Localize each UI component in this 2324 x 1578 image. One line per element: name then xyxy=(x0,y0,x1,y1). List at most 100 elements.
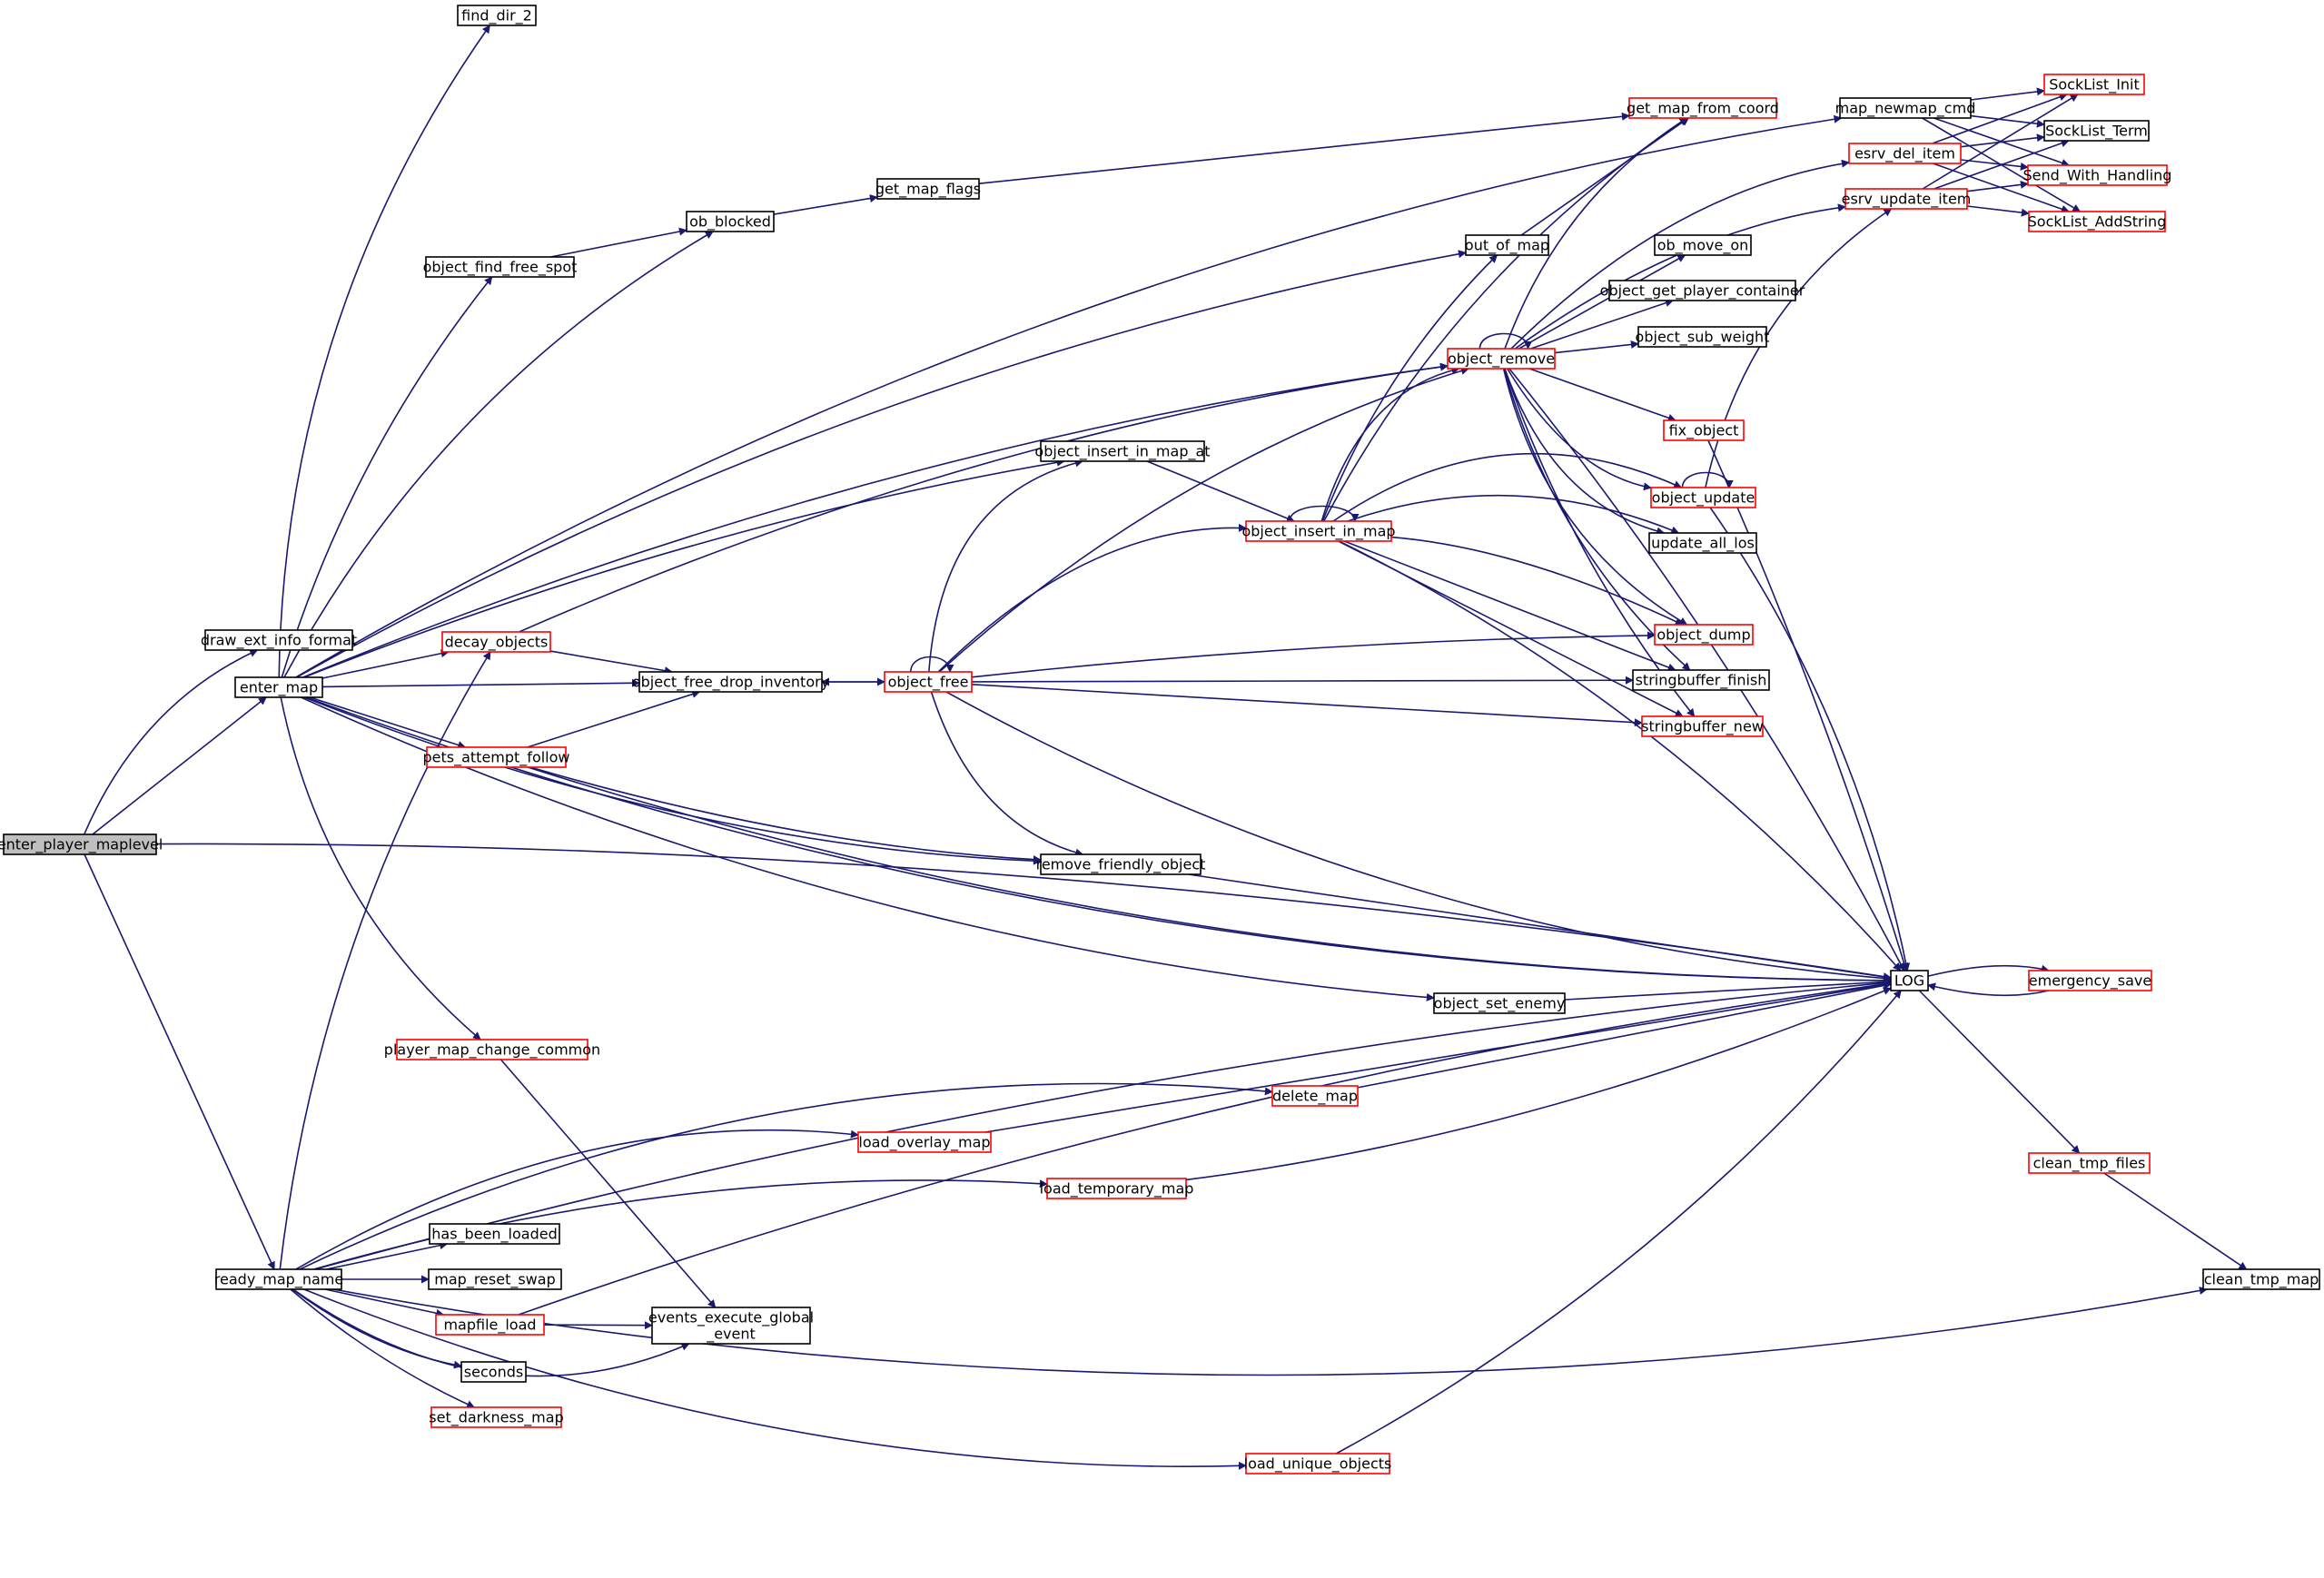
node-object-remove[interactable]: object_remove xyxy=(1447,348,1556,370)
node-object-sub-weight[interactable]: object_sub_weight xyxy=(1636,326,1770,348)
node-get-map-flags[interactable]: get_map_flags xyxy=(875,178,981,200)
node-box[interactable] xyxy=(1040,440,1205,462)
node-box[interactable] xyxy=(1433,992,1566,1014)
node-object-insert-in-map[interactable]: object_insert_in_map xyxy=(1241,520,1396,542)
node-box[interactable] xyxy=(1628,97,1777,119)
node-object-find-free-spot[interactable]: object_find_free_spot xyxy=(423,256,578,278)
node-get-map-from-coord[interactable]: get_map_from_coord xyxy=(1627,97,1779,119)
node-box[interactable] xyxy=(1641,715,1764,737)
node-box[interactable] xyxy=(686,211,775,232)
node-box[interactable] xyxy=(435,1314,545,1336)
node-object-free[interactable]: object_free xyxy=(884,671,973,693)
node-box[interactable] xyxy=(1844,188,1968,210)
node-box[interactable] xyxy=(234,676,323,698)
node-ob-move-on[interactable]: ob_move_on xyxy=(1654,234,1752,256)
node-box[interactable] xyxy=(460,1361,527,1383)
node-clean-tmp-map[interactable]: clean_tmp_map xyxy=(2202,1268,2320,1290)
node-send-with-handling[interactable]: Send_With_Handling xyxy=(2023,164,2172,186)
node-box[interactable] xyxy=(884,671,973,693)
node-box[interactable] xyxy=(1465,234,1549,256)
node-set-darkness-map[interactable]: set_darkness_map xyxy=(429,1406,564,1428)
node-player-map-change-common[interactable]: player_map_change_common xyxy=(384,1039,600,1060)
node-seconds[interactable]: seconds xyxy=(460,1361,527,1383)
node-out-of-map[interactable]: out_of_map xyxy=(1465,234,1549,256)
node-box[interactable] xyxy=(430,1406,562,1428)
node-load-overlay-map[interactable]: load_overlay_map xyxy=(857,1131,992,1153)
node-box[interactable] xyxy=(457,5,537,26)
node-box[interactable] xyxy=(1848,143,1962,164)
node-box[interactable] xyxy=(1650,487,1756,508)
node-box[interactable] xyxy=(2028,970,2152,991)
node-socklist-term[interactable]: SockList_Term xyxy=(2043,120,2150,142)
node-box[interactable] xyxy=(215,1268,342,1290)
node-box[interactable] xyxy=(651,1307,811,1345)
node-enter-player-maplevel[interactable]: enter_player_maplevel xyxy=(0,833,163,855)
node-decay-objects[interactable]: decay_objects xyxy=(441,631,551,653)
node-box[interactable] xyxy=(1663,419,1745,441)
node-box[interactable] xyxy=(429,1223,560,1245)
node-box[interactable] xyxy=(1447,348,1556,370)
node-esrv-del-item[interactable]: esrv_del_item xyxy=(1848,143,1962,164)
node-object-dump[interactable]: object_dump xyxy=(1654,624,1754,646)
node-update-all-los[interactable]: update_all_los xyxy=(1648,532,1757,554)
node-box[interactable] xyxy=(1637,326,1767,348)
node-has-been-loaded[interactable]: has_been_loaded xyxy=(429,1223,560,1245)
node-mapfile-load[interactable]: mapfile_load xyxy=(435,1314,545,1336)
node-emergency-save[interactable]: emergency_save xyxy=(2028,970,2152,991)
node-load-temporary-map[interactable]: load_temporary_map xyxy=(1040,1178,1194,1199)
node-box[interactable] xyxy=(2028,1152,2151,1174)
node-box[interactable] xyxy=(1648,532,1757,554)
node-object-set-enemy[interactable]: object_set_enemy xyxy=(1433,992,1566,1014)
node-draw-ext-info-format[interactable]: draw_ext_info_format xyxy=(201,629,357,651)
node-box[interactable] xyxy=(2027,164,2168,186)
node-box[interactable] xyxy=(2043,74,2145,95)
node-box[interactable] xyxy=(425,256,575,278)
node-object-update[interactable]: object_update xyxy=(1650,487,1756,508)
node-pets-attempt-follow[interactable]: pets_attempt_follow xyxy=(422,746,570,768)
node-stringbuffer-new[interactable]: stringbuffer_new xyxy=(1641,715,1764,737)
node-box[interactable] xyxy=(1839,97,1972,119)
node-box[interactable] xyxy=(1632,669,1770,691)
node-box[interactable] xyxy=(2028,211,2166,232)
node-box[interactable] xyxy=(204,629,353,651)
node-box[interactable] xyxy=(1271,1085,1359,1107)
node-socklist-addstring[interactable]: SockList_AddString xyxy=(2028,211,2167,232)
node-socklist-init[interactable]: SockList_Init xyxy=(2043,74,2145,95)
node-box[interactable] xyxy=(1890,970,1929,991)
node-box[interactable] xyxy=(876,178,980,200)
node-ready-map-name[interactable]: ready_map_name xyxy=(214,1268,343,1290)
node-object-free-drop-inventory[interactable]: object_free_drop_inventory xyxy=(632,671,829,693)
node-box[interactable] xyxy=(428,1268,562,1290)
node-stringbuffer-finish[interactable]: stringbuffer_finish xyxy=(1632,669,1770,691)
node-ob-blocked[interactable]: ob_blocked xyxy=(686,211,775,232)
node-object-insert-in-map-at[interactable]: object_insert_in_map_at xyxy=(1034,440,1211,462)
node-delete-map[interactable]: delete_map xyxy=(1271,1085,1359,1107)
node-box[interactable] xyxy=(441,631,551,653)
node-box[interactable] xyxy=(1245,1453,1390,1474)
node-box[interactable] xyxy=(2202,1268,2320,1290)
node-events-execute-global-event[interactable]: events_execute_global_event xyxy=(648,1307,814,1345)
node-find-dir-2[interactable]: find_dir_2 xyxy=(457,5,537,26)
node-load-unique-objects[interactable]: load_unique_objects xyxy=(1244,1453,1392,1474)
node-box[interactable] xyxy=(1654,624,1754,646)
node-box[interactable] xyxy=(1245,520,1392,542)
node-object-get-player-container[interactable]: object_get_player_container xyxy=(1600,280,1805,301)
node-esrv-update-item[interactable]: esrv_update_item xyxy=(1842,188,1972,210)
node-map-newmap-cmd[interactable]: map_newmap_cmd xyxy=(1835,97,1976,119)
node-box[interactable] xyxy=(1608,280,1796,301)
node-enter-map[interactable]: enter_map xyxy=(234,676,323,698)
node-box[interactable] xyxy=(1046,1178,1187,1199)
node-log[interactable]: LOG xyxy=(1890,970,1929,991)
node-box[interactable] xyxy=(2043,120,2150,142)
node-box[interactable] xyxy=(396,1039,588,1060)
node-box[interactable] xyxy=(1654,234,1752,256)
node-map-reset-swap[interactable]: map_reset_swap xyxy=(428,1268,562,1290)
node-box[interactable] xyxy=(638,671,823,693)
node-box[interactable] xyxy=(1040,853,1202,875)
node-box[interactable] xyxy=(426,746,567,768)
node-fix-object[interactable]: fix_object xyxy=(1663,419,1745,441)
node-clean-tmp-files[interactable]: clean_tmp_files xyxy=(2028,1152,2151,1174)
node-remove-friendly-object[interactable]: remove_friendly_object xyxy=(1036,853,1206,875)
node-box[interactable] xyxy=(857,1131,992,1153)
node-box[interactable] xyxy=(3,833,157,855)
